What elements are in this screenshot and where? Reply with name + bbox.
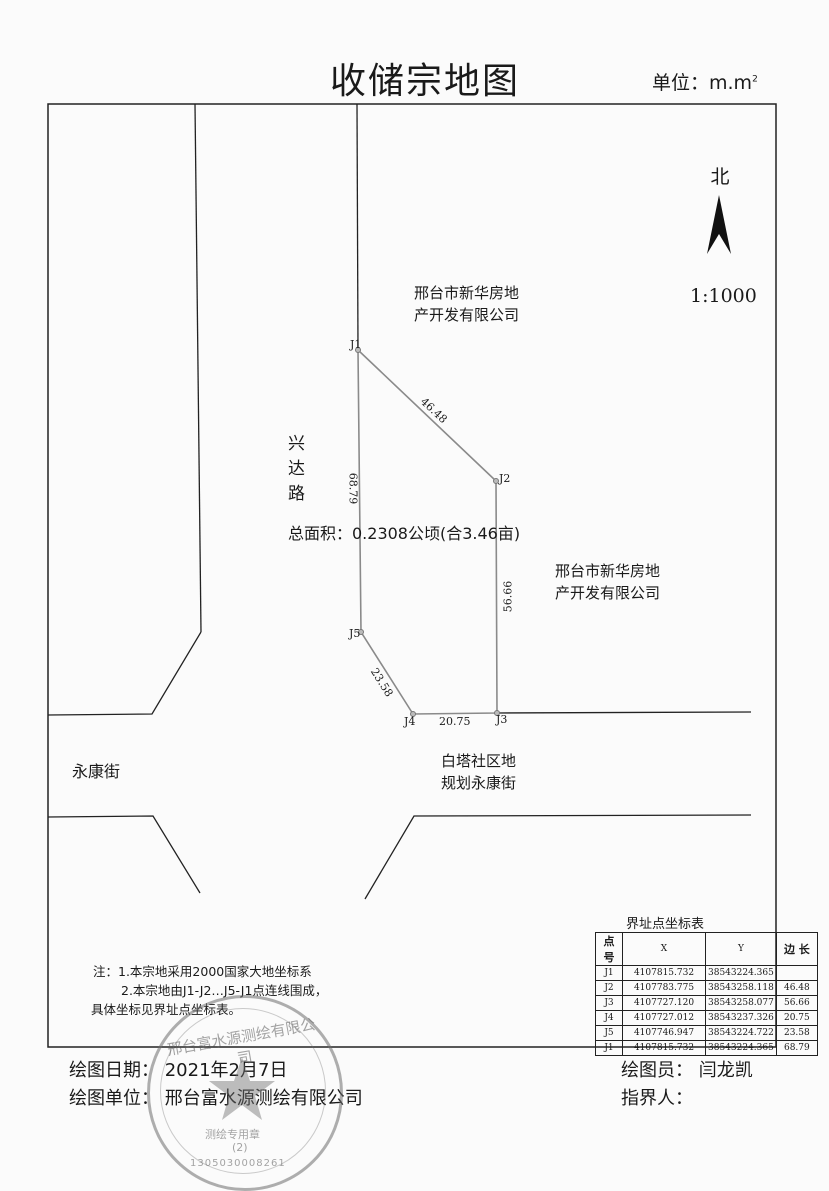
east-neighbor-line2: 产开发有限公司 xyxy=(555,584,661,602)
cell-y: 38543224.365 xyxy=(705,1040,777,1056)
road-char: 路 xyxy=(288,484,305,504)
cell-length: 68.79 xyxy=(775,1040,818,1056)
road-char: 兴 xyxy=(288,434,305,454)
south-neighbor-line2: 规划永康街 xyxy=(441,774,517,792)
cell-y: 38543237.326 xyxy=(705,1010,777,1026)
west-road-label: 兴 达 路 xyxy=(288,432,308,507)
road-edge xyxy=(364,814,752,900)
unit-org-label: 绘图单位： xyxy=(69,1088,159,1109)
table-row: J2 4107783.775 38543258.118 46.48 xyxy=(595,980,818,996)
north-neighbor-line2: 产开发有限公司 xyxy=(414,306,520,324)
cell-x: 4107815.732 xyxy=(622,1040,706,1056)
north-neighbor-label: 邢台市新华房地 产开发有限公司 xyxy=(414,282,519,326)
cell-length: 46.48 xyxy=(775,980,818,996)
east-neighbor-label: 邢台市新华房地 产开发有限公司 xyxy=(555,560,660,604)
point-label-j5: J5 xyxy=(349,627,361,640)
cell-length-empty xyxy=(775,965,818,981)
cell-point: J1 xyxy=(595,965,623,981)
north-arrow-icon xyxy=(707,195,731,254)
total-area: 总面积：0.2308公顷(合3.46亩) xyxy=(288,524,521,543)
road-edge xyxy=(356,103,359,351)
cell-point: J3 xyxy=(595,995,623,1011)
boundary-label: 指界人： xyxy=(621,1088,693,1109)
point-label-j2: J2 xyxy=(499,472,511,485)
seal-star-icon xyxy=(209,1057,275,1120)
south-street-label: 永康街 xyxy=(72,762,121,781)
edge-length-j3-j4: 20.75 xyxy=(439,715,471,728)
boundary-indicator: 指界人： xyxy=(621,1084,693,1110)
cell-x: 4107746.947 xyxy=(622,1025,706,1041)
table-row: J1 4107815.732 38543224.365 68.79 xyxy=(595,1040,818,1056)
cell-y: 38543224.722 xyxy=(705,1025,777,1041)
col-length: 边 长 xyxy=(775,932,818,966)
edge-length-j5-j1: 68.79 xyxy=(346,472,360,505)
table-row: J1 4107815.732 38543224.365 xyxy=(595,965,818,981)
point-label-j4: J4 xyxy=(404,715,416,728)
coord-table: 点 号 X Y 边 长 J1 4107815.732 38543224.365 … xyxy=(595,932,818,1056)
note-line-2: 2.本宗地由J1-J2…J5-J1点连线围成， xyxy=(121,983,328,998)
col-x: X xyxy=(622,932,706,966)
unit-text: 单位：m.m xyxy=(652,72,753,94)
col-y: Y xyxy=(705,932,777,966)
road-edge xyxy=(47,631,202,716)
road-char: 达 xyxy=(288,459,305,479)
east-neighbor-line1: 邢台市新华房地 xyxy=(555,562,661,580)
seal-inner-ring xyxy=(160,1008,326,1174)
drafter-value: 闫龙凯 xyxy=(698,1060,753,1081)
cell-length: 23.58 xyxy=(775,1025,818,1041)
cell-x: 4107815.732 xyxy=(622,965,706,981)
seal-purpose: 测绘专用章 xyxy=(205,1128,260,1141)
cell-x: 4107783.775 xyxy=(622,980,706,996)
cell-y: 38543224.365 xyxy=(705,965,777,981)
parcel-boundary xyxy=(357,348,498,715)
edge-length-j2-j3: 56.66 xyxy=(501,580,515,613)
map-frame xyxy=(47,103,777,1048)
cell-y: 38543258.077 xyxy=(705,995,777,1011)
table-header-row: 点 号 X Y 边 长 xyxy=(595,932,818,966)
north-neighbor-line1: 邢台市新华房地 xyxy=(414,284,520,302)
coord-table-title: 界址点坐标表 xyxy=(626,917,705,932)
cell-point: J1 xyxy=(595,1040,623,1056)
drafter: 绘图员： 闫龙凯 xyxy=(621,1056,753,1082)
south-neighbor-line1: 白塔社区地 xyxy=(441,752,517,770)
seal-code: 1305030008261 xyxy=(190,1158,286,1169)
date-label: 绘图日期： xyxy=(69,1060,159,1081)
cell-y: 38543258.118 xyxy=(705,980,777,996)
table-row: J5 4107746.947 38543224.722 23.58 xyxy=(595,1025,818,1041)
drafter-label: 绘图员： xyxy=(621,1060,693,1081)
cell-x: 4107727.120 xyxy=(622,995,706,1011)
cell-point: J2 xyxy=(595,980,623,996)
road-edge xyxy=(496,711,752,714)
cell-point: J4 xyxy=(595,1010,623,1026)
map-scale: 1:1000 xyxy=(690,285,757,307)
point-label-j3: J3 xyxy=(496,713,508,726)
seal-number: (2) xyxy=(232,1141,248,1154)
south-neighbor-label: 白塔社区地 规划永康街 xyxy=(441,750,516,794)
cell-x: 4107727.012 xyxy=(622,1010,706,1026)
unit-label: 单位：m.m2 xyxy=(652,68,758,95)
boundary-points xyxy=(355,347,500,717)
north-label: 北 xyxy=(710,166,730,188)
cell-length: 20.75 xyxy=(775,1010,818,1026)
table-row: J4 4107727.012 38543237.326 20.75 xyxy=(595,1010,818,1026)
unit-superscript: 2 xyxy=(752,74,758,85)
official-seal: 邢台富水源测绘有限公司 测绘专用章 (2) 1305030008261 xyxy=(147,995,343,1191)
table-row: J3 4107727.120 38543258.077 56.66 xyxy=(595,995,818,1011)
note-line-1: 注：1.本宗地采用2000国家大地坐标系 xyxy=(93,964,312,979)
road-edge xyxy=(194,103,202,633)
road-edge xyxy=(47,815,201,894)
point-label-j1: J1 xyxy=(350,338,362,351)
col-point: 点 号 xyxy=(595,932,623,966)
cell-length: 56.66 xyxy=(775,995,818,1011)
cell-point: J5 xyxy=(595,1025,623,1041)
page-title: 收储宗地图 xyxy=(330,61,521,102)
